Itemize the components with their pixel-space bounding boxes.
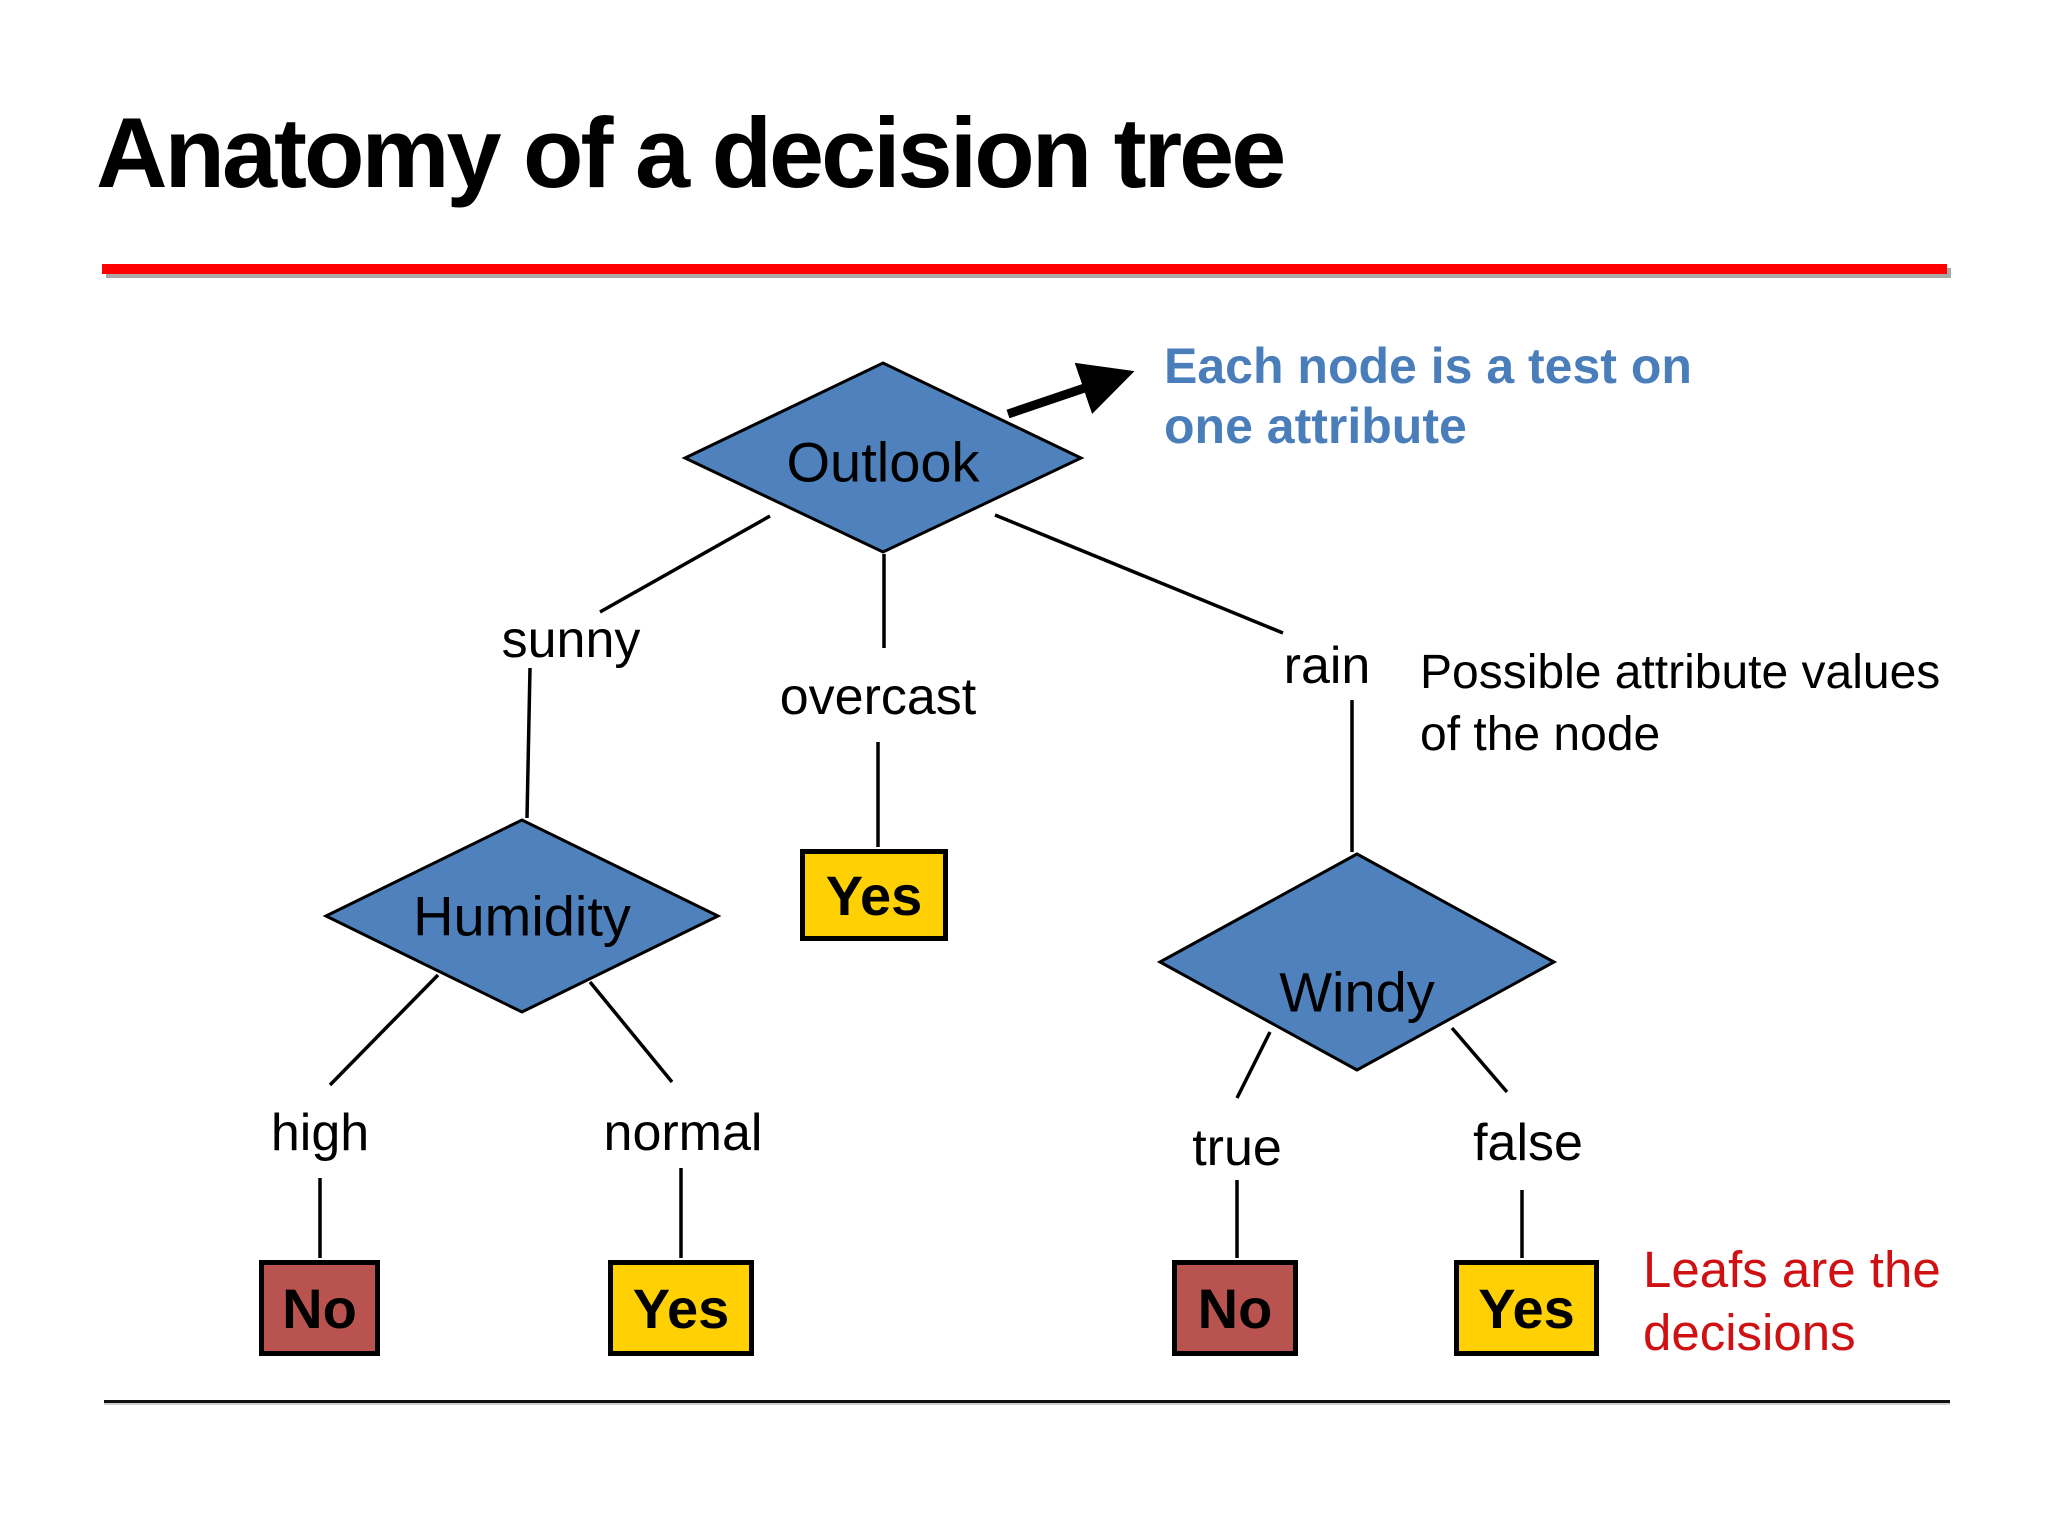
leaf-label: Yes <box>825 863 923 927</box>
branch-label-false: false <box>1473 1114 1583 1172</box>
leaf-label: No <box>1197 1276 1273 1340</box>
outlook-node-label: Outlook <box>786 430 980 494</box>
annotation-leafs-decisions: Leafs are the decisions <box>1643 1241 1941 1361</box>
leaf-label: Yes <box>632 1276 730 1340</box>
branch-label-overcast: overcast <box>779 668 977 726</box>
branch-line-rain <box>994 513 1284 635</box>
branch-line-high <box>328 973 440 1087</box>
branch-line-sunny-to-humidity <box>525 667 532 819</box>
outlook-node-shape <box>681 361 1085 554</box>
branch-line-false <box>1450 1026 1509 1094</box>
branch-line-true <box>1235 1031 1272 1099</box>
footer-rule <box>104 1400 1950 1403</box>
branch-label-normal: normal <box>603 1104 763 1162</box>
leaf-box-high-no: No <box>259 1260 380 1356</box>
annotation-node-test: Each node is a test on one attribute <box>1164 338 1692 454</box>
branch-line-sunny <box>599 514 771 614</box>
leaf-box-overcast-yes: Yes <box>800 849 948 941</box>
title-underline <box>102 264 1947 274</box>
page-title: Anatomy of a decision tree <box>96 97 1286 208</box>
node-test-arrow <box>1006 362 1135 419</box>
annotation-attribute-values: Possible attribute values of the node <box>1420 646 1941 761</box>
branch-label-sunny: sunny <box>501 611 641 669</box>
branch-label-rain: rain <box>1283 637 1371 695</box>
leaf-box-false-yes: Yes <box>1454 1260 1599 1356</box>
leaf-box-true-no: No <box>1172 1260 1298 1356</box>
branch-line-normal <box>588 980 674 1084</box>
leaf-label: Yes <box>1478 1276 1575 1340</box>
leaf-label: No <box>282 1276 357 1340</box>
humidity-node-shape <box>322 818 722 1014</box>
leaf-box-normal-yes: Yes <box>608 1260 754 1356</box>
windy-node-label: Windy <box>1279 960 1435 1024</box>
branch-label-true: true <box>1192 1119 1282 1177</box>
branch-label-high: high <box>270 1104 370 1162</box>
humidity-node-label: Humidity <box>413 884 631 948</box>
windy-node-shape <box>1156 852 1558 1072</box>
